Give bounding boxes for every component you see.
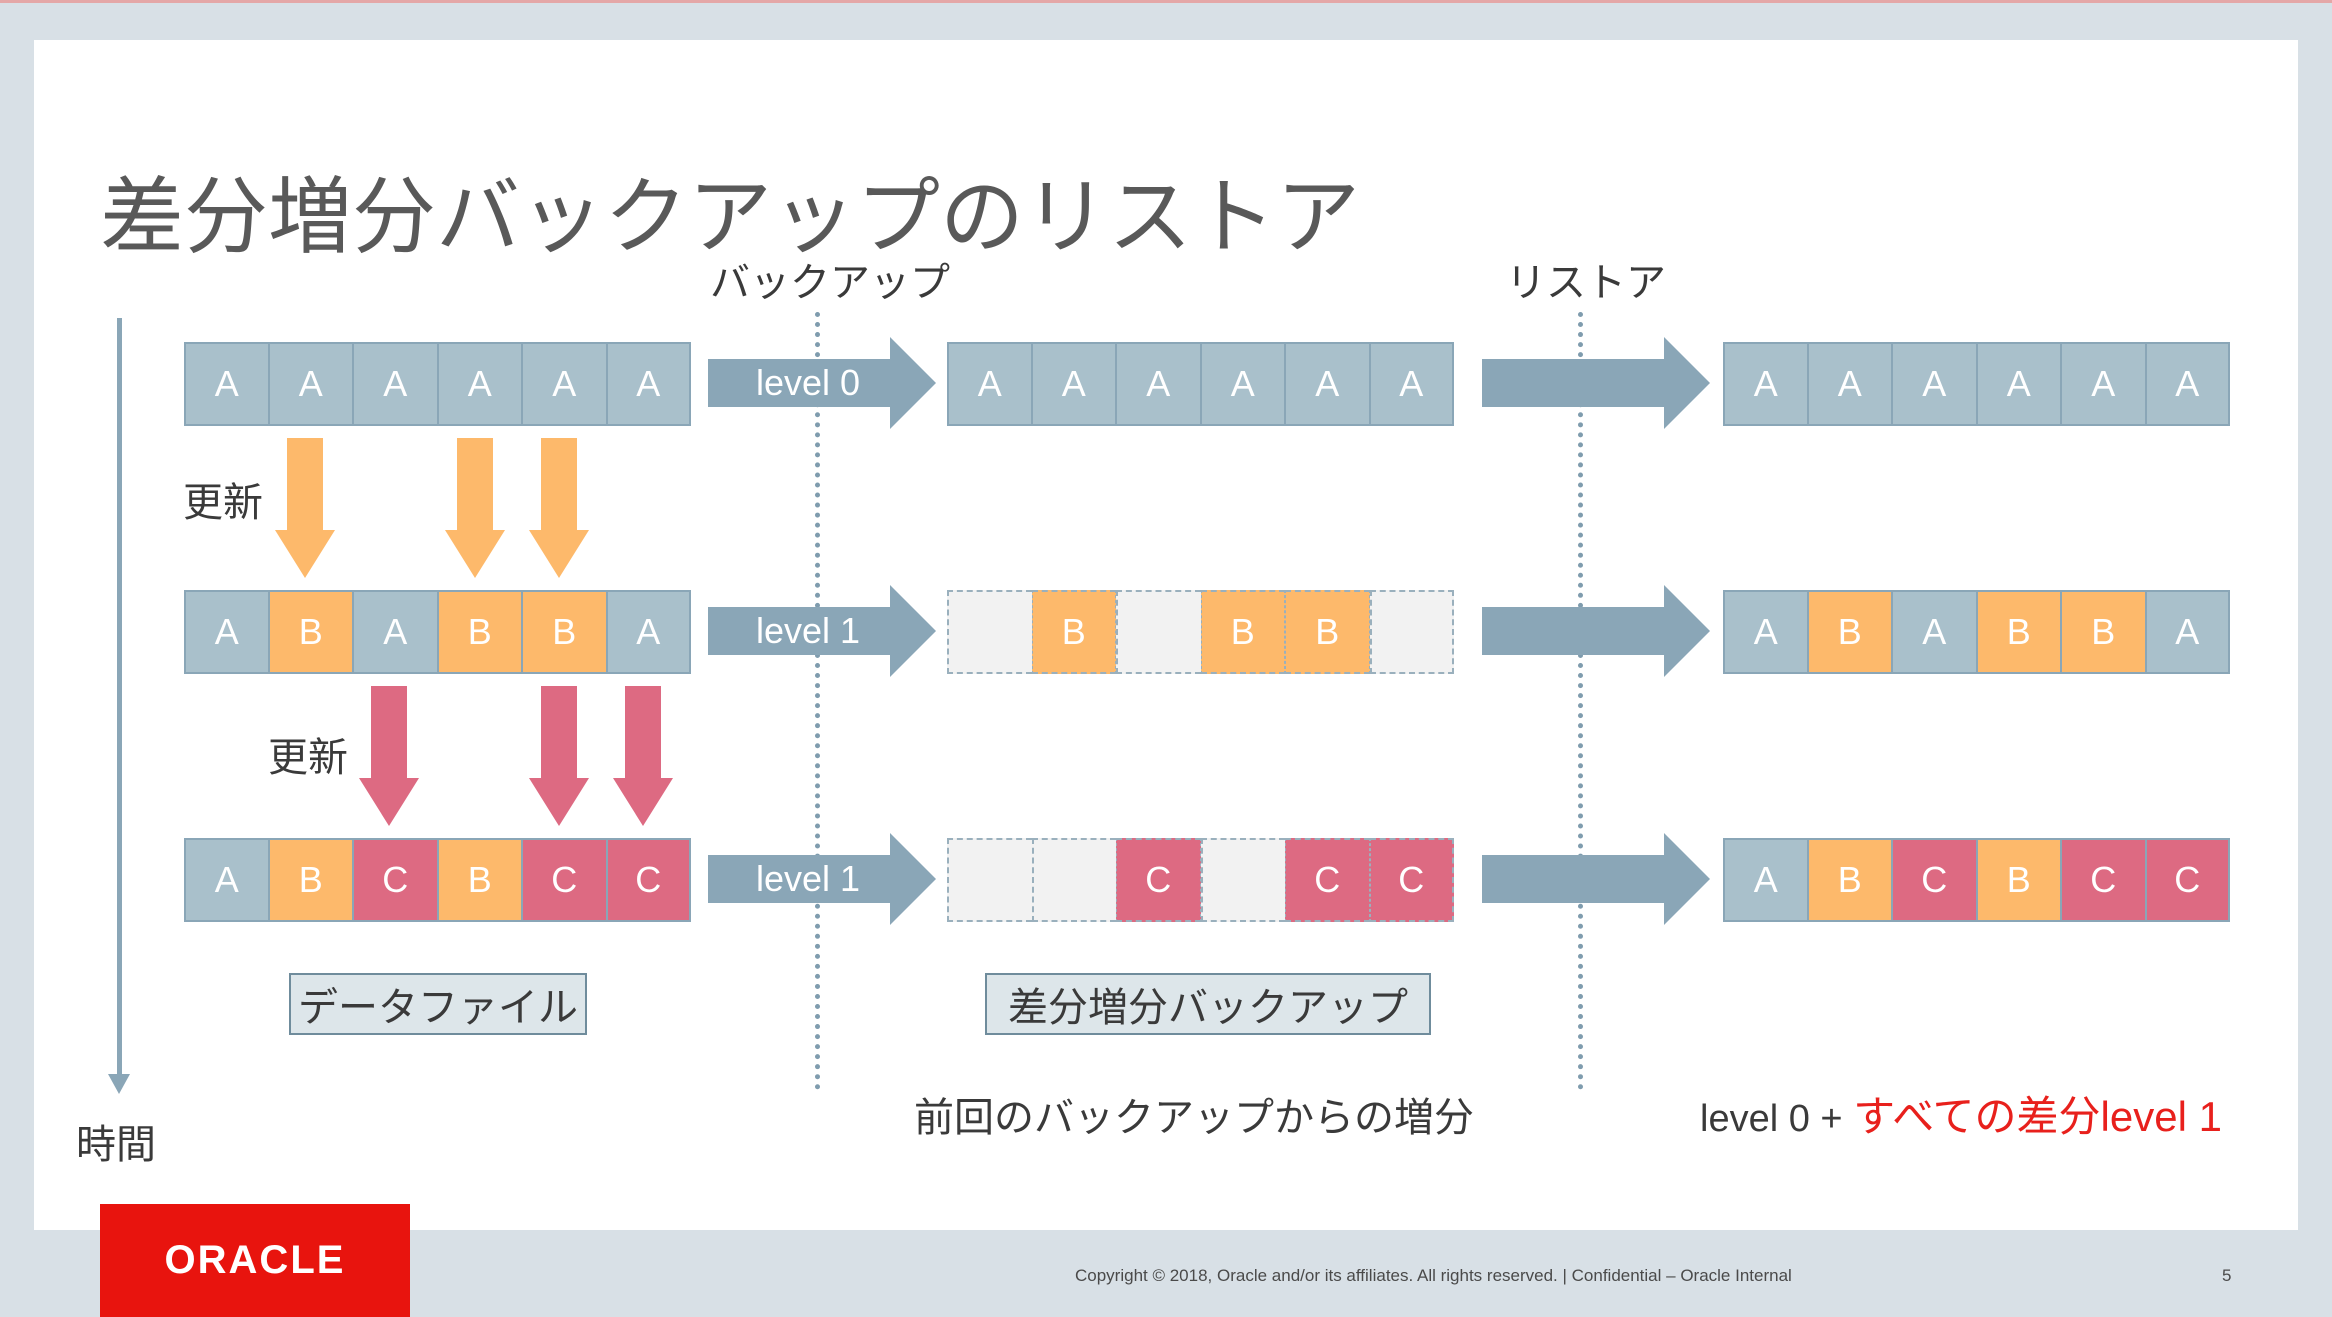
backup-row-3: C C C [947,838,1454,922]
datafile-label: データファイル [289,973,587,1035]
block-cell: A [353,342,438,426]
oracle-wordmark: ORACLE [164,1238,346,1282]
backup-separator [815,312,820,1090]
block-cell: A [1723,838,1808,922]
update-arrow-orange [445,438,505,578]
block-cell: A [184,342,269,426]
level-label-3: level 1 [755,858,861,899]
block-cell: C [353,838,438,922]
update-arrow-red [613,686,673,826]
update-arrow-orange [529,438,589,578]
block-cell: C [1369,838,1454,922]
phase-label-restore: リストア [1506,260,1666,306]
block-cell: B [268,838,353,922]
restored-row-1: A A A A A A [1723,342,2230,426]
empty-block-cell [1031,838,1116,922]
footer-copyright: Copyright © 2018, Oracle and/or its affi… [1075,1266,1792,1285]
level-label-1: level 0 [755,362,861,403]
block-cell: A [1116,342,1201,426]
block-cell: A [1200,342,1285,426]
update-arrow-orange [275,438,335,578]
backup-row-1: A A A A A A [947,342,1454,426]
block-cell: B [437,838,522,922]
slide-title: 差分増分バックアップのリストア [100,168,1361,266]
block-cell: A [1807,342,1892,426]
block-cell: C [522,838,607,922]
restored-row-3: A B C B C C [1723,838,2230,922]
top-accent-line [0,0,2332,3]
block-cell: B [1200,590,1285,674]
block-cell: B [437,590,522,674]
level-label-2: level 1 [755,610,861,651]
restored-row-2: A B A B B A [1723,590,2230,674]
block-cell: C [1285,838,1370,922]
block-cell: C [606,838,691,922]
restore-arrow-1 [1482,337,1710,429]
phase-label-backup: バックアップ [710,260,950,306]
block-cell: A [1031,342,1116,426]
update-arrow-red [529,686,589,826]
block-cell: A [2145,590,2230,674]
restore-separator [1578,312,1583,1090]
block-cell: A [1892,590,1977,674]
block-cell: A [947,342,1032,426]
backup-arrow-1: level 0 [708,337,936,429]
restore-caption: level 0 + すべての差分level 1 [1700,1083,2222,1144]
block-cell: C [2061,838,2146,922]
block-cell: A [184,590,269,674]
block-cell: B [1976,838,2061,922]
backup-row-2: B B B [947,590,1454,674]
restore-arrow-3 [1482,833,1710,925]
block-cell: B [1807,590,1892,674]
block-cell: A [2145,342,2230,426]
block-cell: A [1723,342,1808,426]
block-cell: B [268,590,353,674]
empty-block-cell [1369,590,1454,674]
block-cell: A [1369,342,1454,426]
empty-block-cell [947,590,1032,674]
backup-arrow-2: level 1 [708,585,936,677]
oracle-logo: ORACLE [100,1204,410,1317]
empty-block-cell [947,838,1032,922]
block-cell: C [1116,838,1201,922]
block-cell: A [522,342,607,426]
datafile-row-1: A A A A A A [184,342,691,426]
block-cell: B [1807,838,1892,922]
backup-caption: 前回のバックアップからの増分 [914,1095,1474,1141]
block-cell: C [2145,838,2230,922]
block-cell: B [522,590,607,674]
block-cell: A [1892,342,1977,426]
block-cell: C [1892,838,1977,922]
datafile-row-3: A B C B C C [184,838,691,922]
block-cell: B [2061,590,2146,674]
block-cell: A [353,590,438,674]
empty-block-cell [1116,590,1201,674]
diff-backup-label: 差分増分バックアップ [985,973,1431,1035]
block-cell: B [1976,590,2061,674]
block-cell: B [1285,590,1370,674]
update-label-1: 更新 [183,480,263,526]
empty-block-cell [1200,838,1285,922]
datafile-row-2: A B A B B A [184,590,691,674]
restore-arrow-2 [1482,585,1710,677]
block-cell: A [2061,342,2146,426]
timeline-label: 時間 [76,1122,156,1168]
page-number: 5 [2222,1266,2232,1285]
restore-caption-prefix: level 0 + [1700,1098,1854,1140]
block-cell: B [1031,590,1116,674]
block-cell: A [606,342,691,426]
update-label-2: 更新 [268,735,348,781]
block-cell: A [1976,342,2061,426]
timeline-axis [117,318,122,1080]
timeline-arrowhead [108,1074,130,1094]
block-cell: A [268,342,353,426]
update-arrow-red [359,686,419,826]
block-cell: A [437,342,522,426]
restore-caption-highlight: すべての差分level 1 [1853,1093,2222,1140]
block-cell: A [184,838,269,922]
block-cell: A [606,590,691,674]
backup-arrow-3: level 1 [708,833,936,925]
block-cell: A [1285,342,1370,426]
block-cell: A [1723,590,1808,674]
